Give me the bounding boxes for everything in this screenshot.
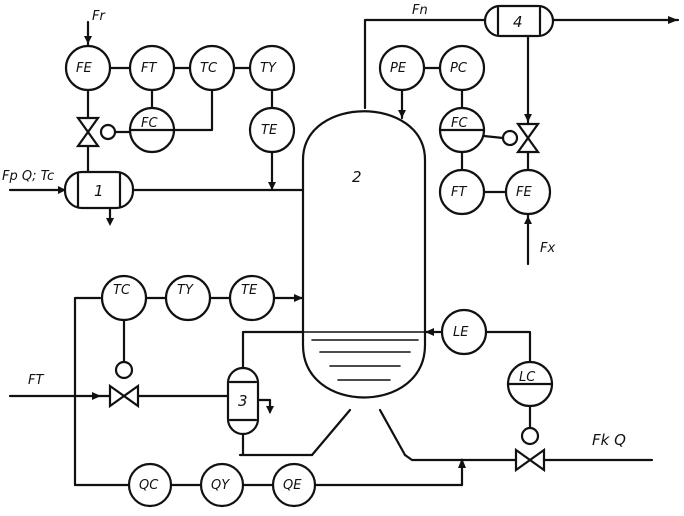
reflux-right-label: Fx: [540, 241, 555, 256]
exchanger-3-label: 3: [238, 392, 248, 410]
svg-text:QC: QC: [139, 478, 159, 493]
control-valve-heating: [108, 360, 140, 409]
instrument-ft-right: FT: [438, 168, 486, 216]
instrument-pc: PC: [438, 44, 486, 92]
instrument-tc-mid: TC: [100, 274, 148, 322]
svg-text:FE: FE: [516, 185, 532, 200]
instrument-ty-top: TY: [248, 44, 296, 92]
svg-text:FT: FT: [451, 185, 467, 200]
control-valve-reflux: [482, 122, 541, 154]
svg-text:TE: TE: [241, 283, 258, 298]
bottom-product-label: Fk Q: [592, 431, 626, 449]
instrument-fe-right: FE: [504, 168, 552, 216]
feed-top-label: Fr: [92, 9, 106, 24]
condenser-4-label: 4: [513, 13, 523, 31]
svg-text:QE: QE: [283, 478, 302, 493]
instrument-qe: QE: [271, 462, 317, 508]
svg-text:TC: TC: [200, 61, 218, 76]
svg-text:FT: FT: [141, 61, 157, 76]
svg-text:FC: FC: [451, 116, 468, 131]
exchanger-1: 1: [63, 170, 135, 226]
svg-text:LE: LE: [453, 325, 469, 340]
instrument-lc: LC: [506, 360, 554, 408]
condenser-4: 4: [483, 4, 555, 38]
instrument-qy: QY: [199, 462, 245, 508]
svg-text:QY: QY: [211, 478, 230, 493]
feed-left-label: Fp Q; Tc: [2, 169, 54, 184]
svg-text:TY: TY: [260, 61, 277, 76]
column-2-label: 2: [352, 168, 362, 186]
instrument-le: LE: [440, 308, 488, 356]
instrument-fc-top: FC: [128, 106, 176, 154]
svg-text:PC: PC: [450, 61, 468, 76]
exchanger-1-label: 1: [94, 182, 104, 200]
svg-text:TY: TY: [177, 283, 194, 298]
svg-text:PE: PE: [390, 61, 407, 76]
instrument-te-top: TE: [248, 106, 296, 154]
instrument-pe: PE: [378, 44, 426, 92]
control-valve-feed: [75, 116, 132, 148]
instrument-tc-top: TC: [188, 44, 236, 92]
instrument-fc-right: FC: [438, 106, 486, 154]
vapor-top-label: Fn: [412, 3, 428, 18]
svg-text:LC: LC: [519, 370, 536, 385]
column-2: 2: [238, 110, 427, 457]
svg-text:TE: TE: [261, 123, 278, 138]
heating-label: FT: [28, 373, 44, 388]
instrument-ft-top: FT: [128, 44, 176, 92]
svg-text:FE: FE: [76, 61, 92, 76]
instrument-fe-top: FE: [64, 44, 112, 92]
svg-text:TC: TC: [113, 283, 131, 298]
control-valve-bottoms: [514, 426, 546, 473]
exchanger-3: 3: [226, 366, 260, 436]
instrument-te-mid: TE: [228, 274, 276, 322]
instrument-ty-mid: TY: [164, 274, 212, 322]
instrument-qc: QC: [127, 462, 173, 508]
svg-text:FC: FC: [141, 116, 158, 131]
